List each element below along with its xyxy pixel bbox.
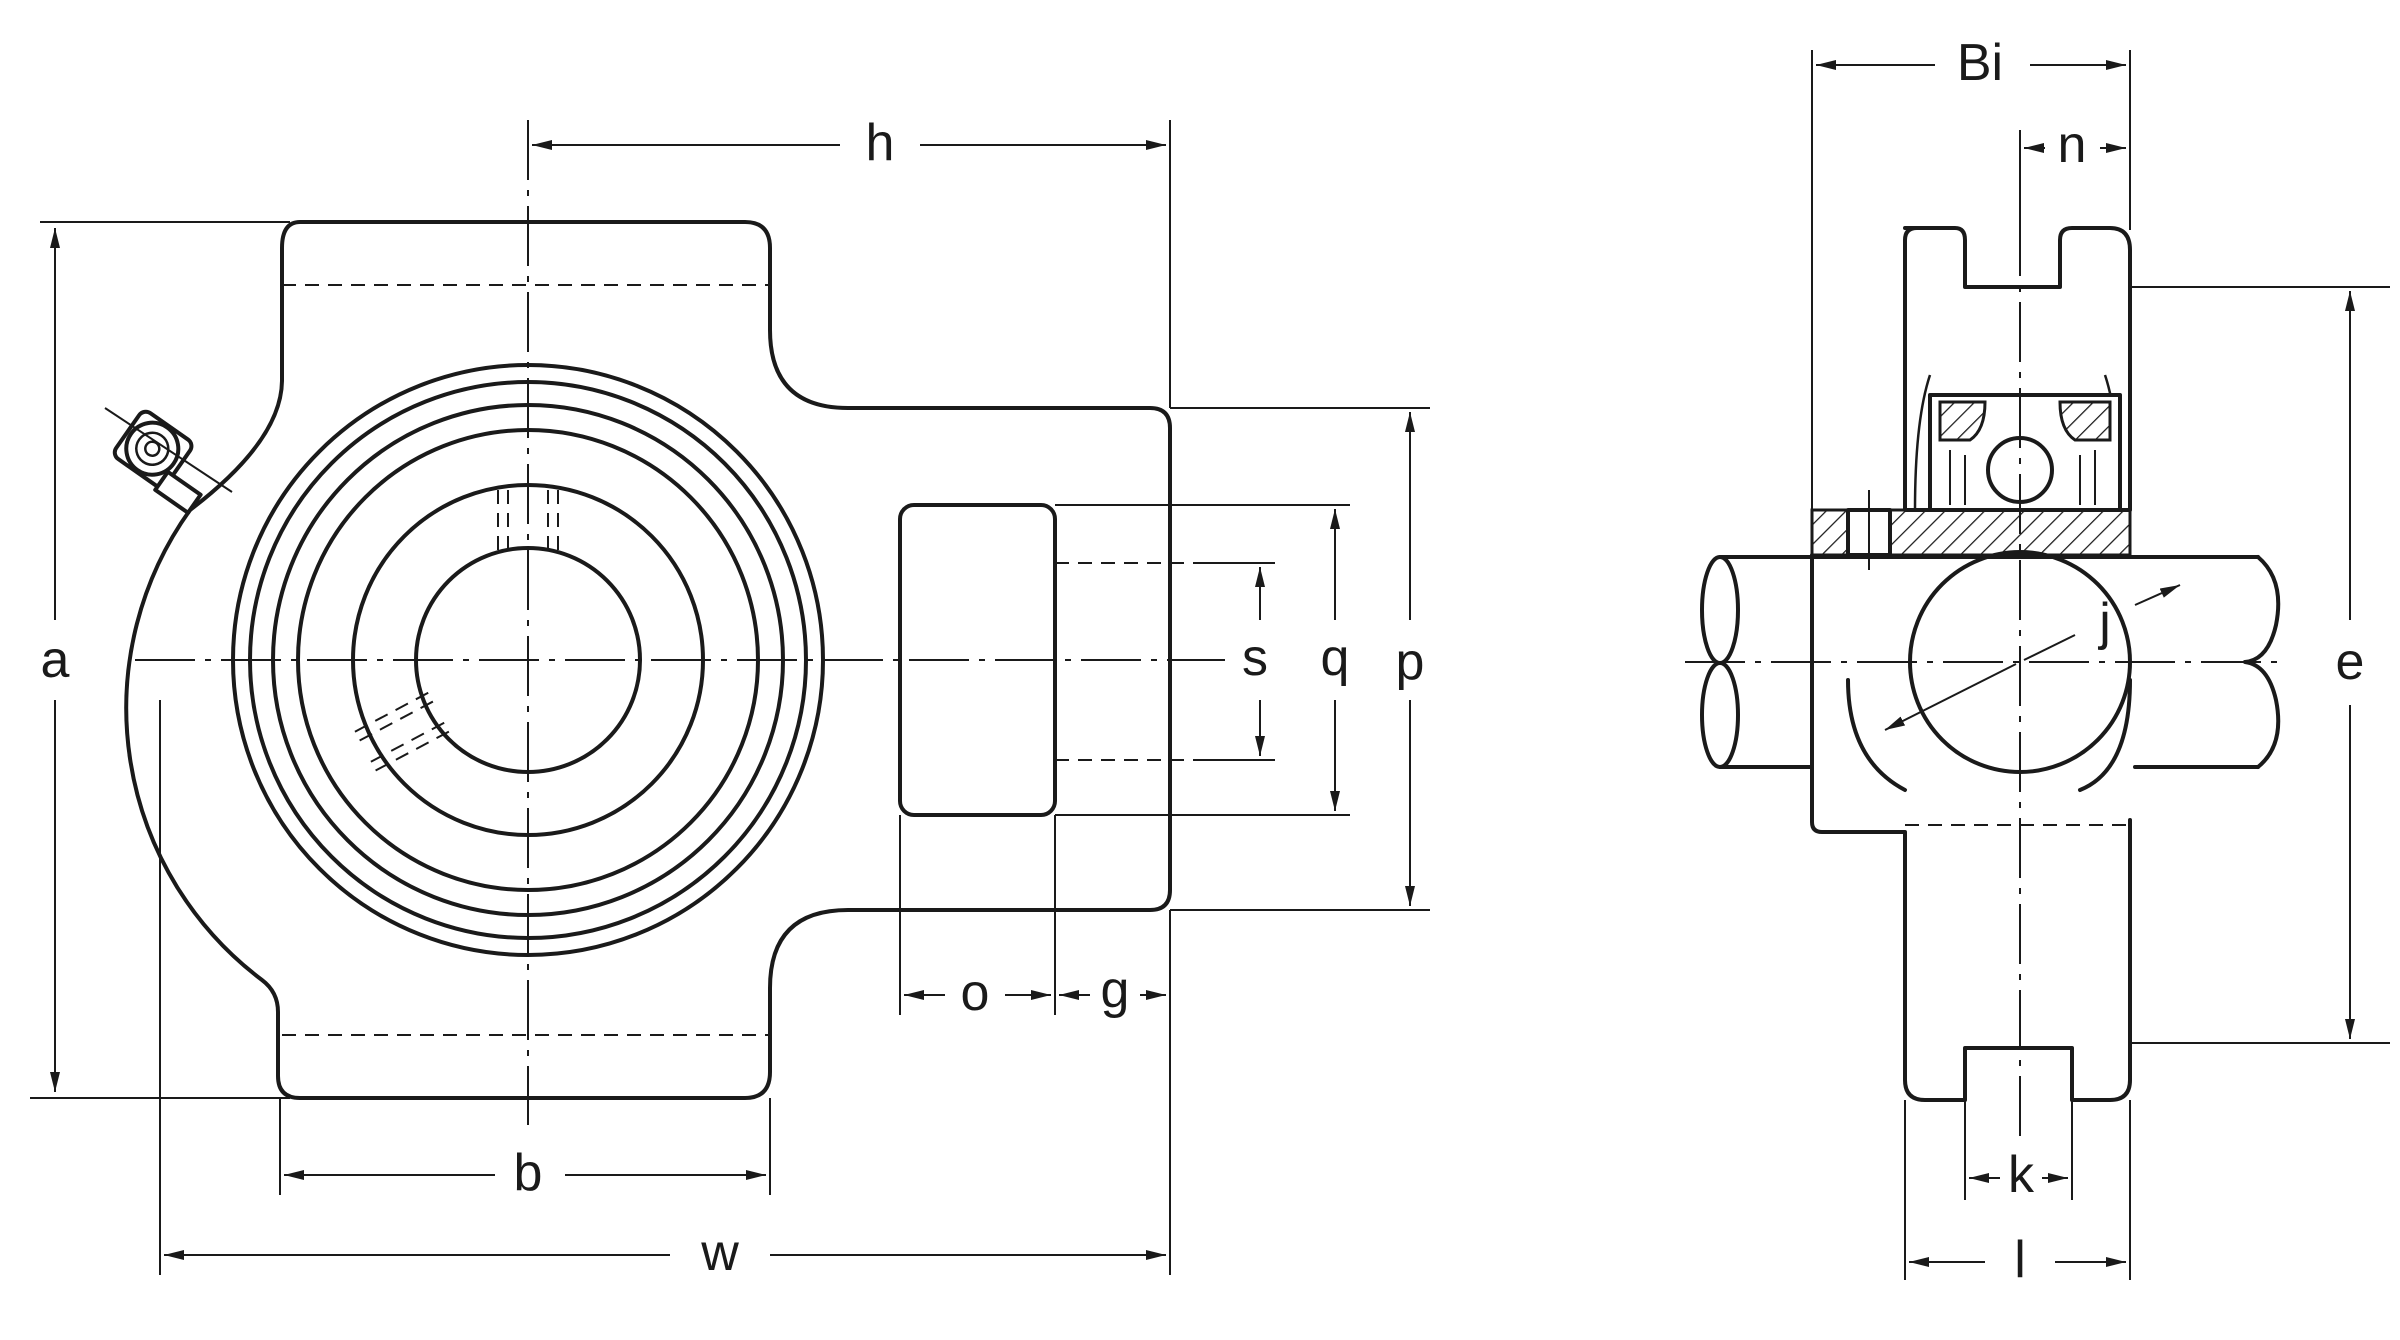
dimension-k: k [1964,1048,2073,1204]
dimension-w: w [159,700,1171,1282]
dimension-e: e [2130,286,2390,1044]
dimension-s: s [1205,562,1275,761]
label-Bi: Bi [1957,34,2003,92]
side-housing-upper [1903,226,2132,512]
label-b: b [514,1144,543,1202]
dimension-o-g: o g [899,815,1166,1022]
outer-race-section-left [1938,400,1987,442]
dimension-Bi: Bi [1811,34,2131,555]
label-e: e [2336,633,2365,691]
grease-nipple [104,407,233,515]
dimension-q: q [1055,504,1350,816]
dimension-l: l [1904,1100,2131,1289]
dimension-a: a [30,221,290,1099]
label-s: s [1242,629,1268,687]
side-housing-lower [1810,553,2132,1102]
front-view: h a b w [30,114,1430,1282]
side-housing-bore-arc-right [2078,678,2132,792]
label-n: n [2058,116,2087,174]
label-l: l [2014,1231,2026,1289]
dimension-n: n [2019,116,2126,220]
label-j: j [2097,593,2111,651]
label-h: h [866,114,895,172]
label-g: g [1101,961,1130,1019]
label-p: p [1396,633,1425,691]
label-w: w [700,1224,739,1282]
label-o: o [961,964,990,1022]
label-q: q [1321,629,1350,687]
dimension-p: p [1170,407,1430,911]
outer-race-section-right [2058,400,2112,442]
shaft-left-end-top [1700,555,1740,665]
side-housing-inner-curve-left [1913,374,1932,511]
dimension-b: b [279,1098,771,1202]
shaft-left-end-bottom [1700,661,1740,769]
dimension-h: h [532,114,1171,408]
dimension-j: j [1884,584,2181,731]
label-k: k [2008,1146,2035,1204]
side-housing-bore-arc [1846,678,1907,792]
set-screw-angled-hidden [354,688,456,772]
label-a: a [41,631,70,689]
side-view: Bi n j e k [1685,34,2390,1289]
